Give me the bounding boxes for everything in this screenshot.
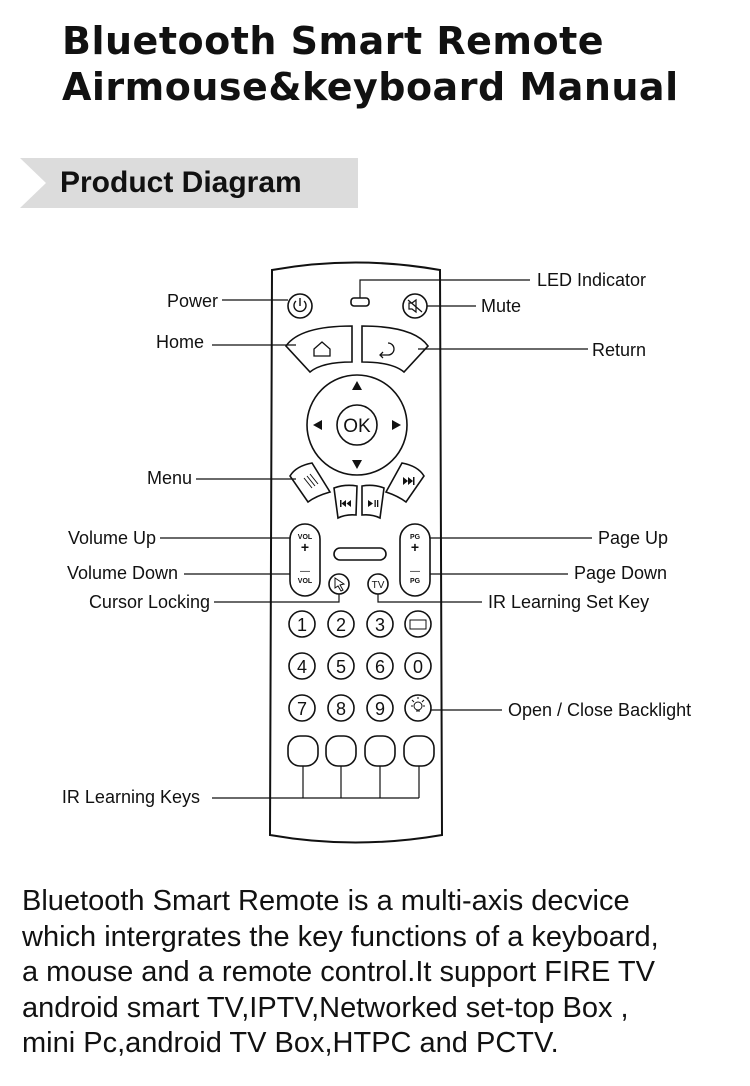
description-line-1: Bluetooth Smart Remote is a multi-axis d… bbox=[22, 885, 630, 917]
ir-learning-key-4[interactable] bbox=[403, 735, 435, 767]
backlight-button[interactable] bbox=[404, 694, 432, 722]
key-3[interactable] bbox=[366, 610, 394, 638]
label-volume-up: Volume Up bbox=[68, 528, 156, 548]
label-led-indicator: LED Indicator bbox=[537, 270, 646, 290]
cursor-icon bbox=[334, 577, 346, 592]
previous-icon bbox=[340, 500, 351, 507]
pg-label-top: PG bbox=[410, 534, 421, 541]
ok-button[interactable] bbox=[336, 404, 378, 446]
lightbulb-icon bbox=[411, 697, 425, 712]
key-5[interactable] bbox=[327, 652, 355, 680]
label-home: Home bbox=[156, 332, 204, 352]
key-9[interactable] bbox=[366, 694, 394, 722]
label-return: Return bbox=[592, 340, 646, 360]
pg-minus-label: — bbox=[410, 566, 420, 577]
home-icon bbox=[313, 341, 331, 357]
label-page-up: Page Up bbox=[598, 528, 668, 548]
key-4[interactable] bbox=[288, 652, 316, 680]
label-cursor-locking: Cursor Locking bbox=[89, 592, 210, 612]
led-leader-line bbox=[359, 279, 530, 298]
vol-label-top: VOL bbox=[298, 534, 313, 541]
key-7-label: 7 bbox=[297, 699, 307, 719]
next-icon bbox=[403, 477, 415, 485]
section-title: Product Diagram bbox=[60, 166, 302, 199]
dpad-up-arrow-icon bbox=[352, 381, 362, 390]
ir-learning-key-2[interactable] bbox=[325, 735, 357, 767]
key-2-label: 2 bbox=[336, 615, 346, 635]
title-line-2: Airmouse&keyboard Manual bbox=[62, 65, 679, 109]
volume-rocker[interactable] bbox=[289, 523, 321, 597]
label-page-down: Page Down bbox=[574, 563, 667, 583]
dpad-right-arrow-icon bbox=[392, 420, 401, 430]
pg-label-bottom: PG bbox=[410, 578, 421, 585]
section-chevron-icon bbox=[20, 158, 46, 208]
ok-label: OK bbox=[343, 416, 371, 437]
ir-learning-key-3[interactable] bbox=[364, 735, 396, 767]
label-menu: Menu bbox=[147, 468, 192, 488]
power-icon bbox=[293, 298, 307, 313]
section-header-bar bbox=[20, 158, 358, 208]
dpad-left-arrow-icon bbox=[313, 420, 322, 430]
description-line-3: a mouse and a remote control.It support … bbox=[22, 956, 655, 988]
next-button[interactable] bbox=[384, 462, 425, 504]
dpad-down-arrow-icon bbox=[352, 460, 362, 469]
tv-label: TV bbox=[372, 580, 385, 591]
remote-diagram: OK VOL + — VOL PG + — PG TV 1 2 3 4 5 6 … bbox=[62, 261, 691, 844]
remote-body bbox=[268, 261, 444, 844]
label-backlight: Open / Close Backlight bbox=[508, 700, 691, 720]
key-9-label: 9 bbox=[375, 699, 385, 719]
page-rocker[interactable] bbox=[399, 523, 431, 597]
home-button[interactable] bbox=[284, 325, 353, 374]
menu-button[interactable] bbox=[289, 462, 332, 504]
keyboard-icon bbox=[409, 619, 427, 630]
product-description: Bluetooth Smart Remote is a multi-axis d… bbox=[22, 884, 742, 1062]
key-8[interactable] bbox=[327, 694, 355, 722]
title-line-1: Bluetooth Smart Remote bbox=[62, 19, 605, 63]
page-title: Bluetooth Smart Remote Airmouse&keyboard… bbox=[62, 18, 679, 110]
pg-plus-label: + bbox=[411, 539, 419, 555]
previous-button[interactable] bbox=[333, 484, 358, 520]
center-bar-key[interactable] bbox=[333, 547, 387, 561]
cursor-locking-button[interactable] bbox=[328, 573, 350, 595]
mute-icon bbox=[407, 298, 423, 314]
key-0-label: 0 bbox=[413, 657, 423, 677]
ir-set-key-leader-line bbox=[377, 594, 482, 603]
vol-label-bottom: VOL bbox=[298, 578, 313, 585]
key-6[interactable] bbox=[366, 652, 394, 680]
power-button[interactable] bbox=[287, 293, 313, 319]
key-7[interactable] bbox=[288, 694, 316, 722]
key-0[interactable] bbox=[404, 652, 432, 680]
description-line-2: which intergrates the key functions of a… bbox=[22, 920, 659, 953]
ir-keys-leader-line bbox=[212, 766, 420, 799]
vol-minus-label: — bbox=[300, 566, 310, 577]
label-ir-learning-set-key: IR Learning Set Key bbox=[488, 592, 649, 612]
label-volume-down: Volume Down bbox=[67, 563, 178, 583]
play-pause-button[interactable] bbox=[361, 484, 385, 520]
dpad-ring[interactable] bbox=[306, 374, 408, 476]
key-6-label: 6 bbox=[375, 657, 385, 677]
key-8-label: 8 bbox=[336, 699, 346, 719]
description-line-4: android smart TV,IPTV,Networked set-top … bbox=[22, 991, 629, 1024]
cursor-locking-leader-line bbox=[214, 594, 340, 603]
label-ir-learning-keys: IR Learning Keys bbox=[62, 787, 200, 807]
keyboard-toggle-button[interactable] bbox=[404, 610, 432, 638]
led-indicator bbox=[350, 297, 370, 307]
key-5-label: 5 bbox=[336, 657, 346, 677]
key-4-label: 4 bbox=[297, 657, 307, 677]
ir-learning-key-1[interactable] bbox=[287, 735, 319, 767]
label-mute: Mute bbox=[481, 296, 521, 316]
return-icon bbox=[379, 342, 395, 359]
play-pause-icon bbox=[368, 500, 379, 507]
key-1[interactable] bbox=[288, 610, 316, 638]
key-2[interactable] bbox=[327, 610, 355, 638]
return-button[interactable] bbox=[361, 325, 430, 374]
key-3-label: 3 bbox=[375, 615, 385, 635]
menu-icon bbox=[303, 473, 319, 489]
key-1-label: 1 bbox=[297, 615, 307, 635]
label-power: Power bbox=[167, 291, 218, 311]
description-line-5: mini Pc,android TV Box,HTPC and PCTV. bbox=[22, 1027, 559, 1059]
vol-plus-label: + bbox=[301, 539, 309, 555]
